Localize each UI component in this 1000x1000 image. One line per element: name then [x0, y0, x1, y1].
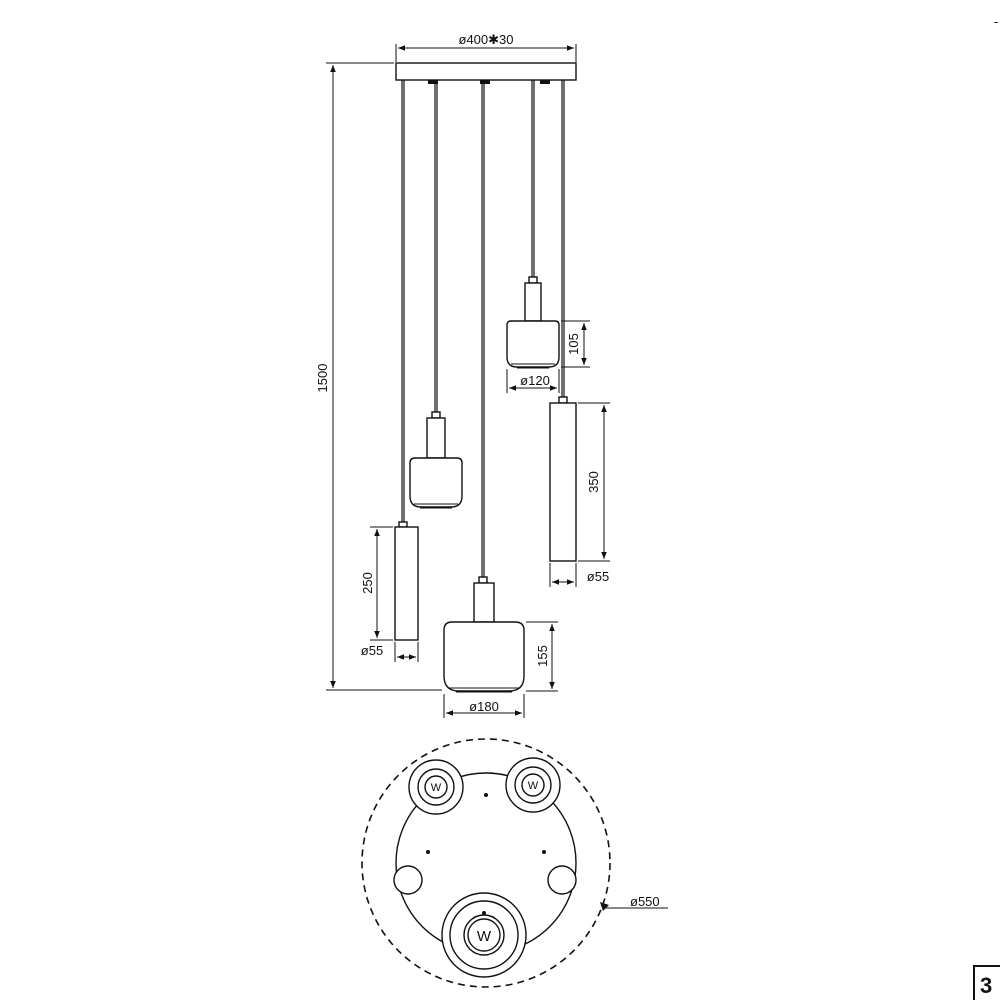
- tube-short-diameter-dimension: [394, 642, 419, 662]
- plan-logo-top-right: W: [528, 780, 539, 792]
- footprint-diameter-label: ø550: [630, 894, 660, 909]
- corner-mark: -: [994, 14, 998, 29]
- footprint-diameter-leader: [600, 902, 668, 911]
- plan-shade-top-right: [505, 757, 561, 813]
- glass-large-diameter-label: ø180: [469, 699, 499, 714]
- glass-pendant-medium: [409, 411, 463, 509]
- tube-short-diameter-label: ø55: [361, 643, 383, 658]
- glass-pendant-large: [443, 576, 525, 693]
- glass-small-diameter-label: ø120: [520, 373, 550, 388]
- plan-logo-top-left: W: [431, 782, 442, 794]
- elevation-view: [326, 44, 610, 718]
- tube-pendant-short: [394, 521, 419, 641]
- tube-long-diameter-label: ø55: [587, 569, 609, 584]
- footprint-circle: [361, 738, 611, 988]
- tube-short-height-dimension: [370, 526, 393, 641]
- plan-view: [361, 738, 668, 988]
- plan-shade-bottom: [441, 892, 527, 978]
- glass-large-diameter-dimension: [443, 694, 525, 718]
- page-mark-box: [973, 965, 1000, 1000]
- canopy-dimension: [395, 44, 577, 62]
- total-height-label: 1500: [315, 364, 330, 393]
- tube-long-height-label: 350: [586, 471, 601, 493]
- plan-tube-left: [393, 865, 423, 895]
- cables: [401, 80, 565, 577]
- glass-large-height-dimension: [526, 621, 558, 692]
- plan-shade-top-left: [408, 759, 464, 815]
- glass-small-height-dimension: [561, 320, 590, 368]
- tube-pendant-long: [549, 396, 577, 562]
- glass-large-height-label: 155: [535, 645, 550, 667]
- tube-long-height-dimension: [578, 402, 610, 562]
- page-mark: 3: [980, 973, 992, 998]
- glass-pendant-small: [506, 276, 560, 369]
- glass-small-diameter-dimension: [506, 369, 560, 393]
- tube-long-diameter-dimension: [549, 563, 577, 587]
- tube-short-height-label: 250: [360, 572, 375, 594]
- plan-logo-bottom: W: [477, 928, 492, 945]
- total-height-dimension: [326, 62, 442, 691]
- canopy: [395, 62, 577, 84]
- glass-small-height-label: 105: [566, 333, 581, 355]
- plan-tube-right: [547, 865, 577, 895]
- canopy-dimension-label: ø400✱30: [459, 32, 514, 47]
